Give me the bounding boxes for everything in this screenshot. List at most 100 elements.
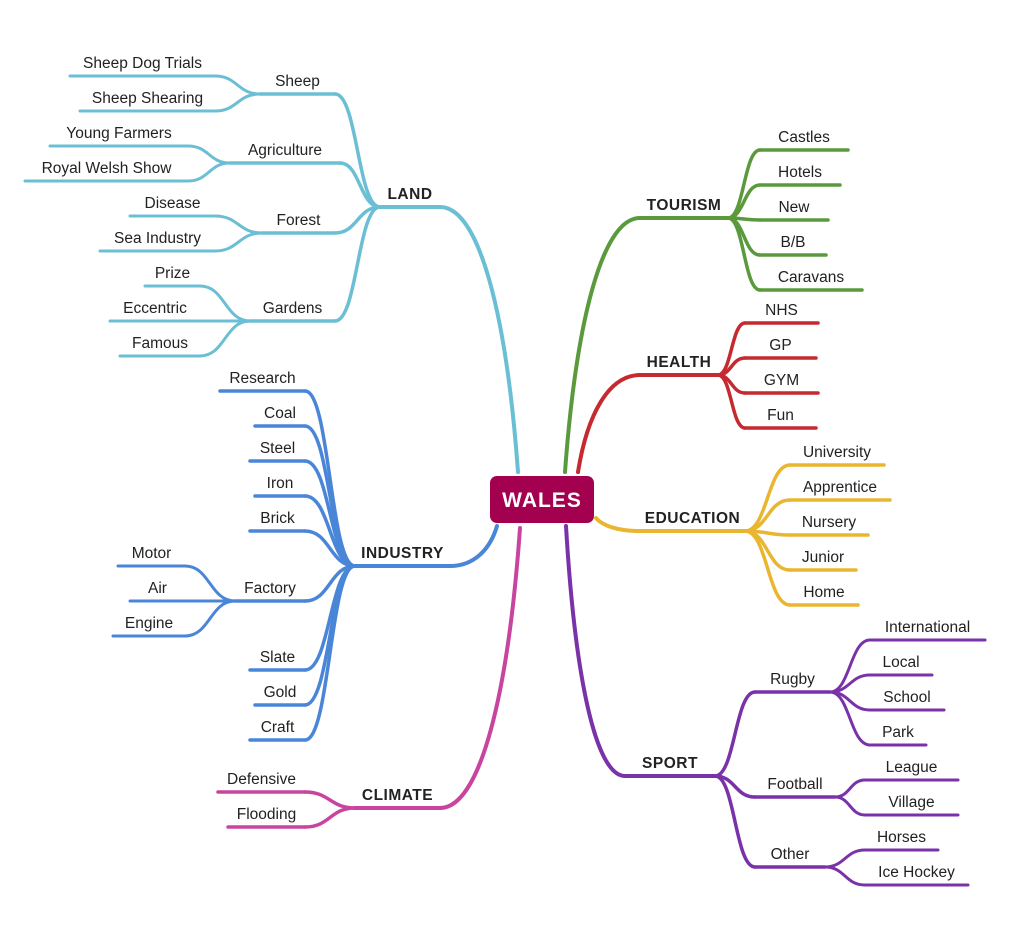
node-iron: Iron [267, 475, 294, 492]
branch-climate: CLIMATE [362, 787, 433, 804]
gold-connector [303, 564, 357, 707]
sheep-shearing-connector [213, 92, 262, 113]
node-fun: Fun [767, 407, 794, 424]
node-engine: Engine [125, 615, 173, 632]
node-international: International [885, 619, 970, 636]
node-prize: Prize [155, 265, 190, 282]
node-brick: Brick [260, 510, 295, 527]
engine-connector [183, 599, 237, 638]
node-new: New [778, 199, 810, 216]
research-connector [303, 389, 357, 568]
education-trunk [594, 516, 642, 533]
other-connector [713, 774, 757, 869]
node-apprentice: Apprentice [803, 479, 877, 496]
sheep-dog-trials-connector [213, 74, 262, 96]
node-school: School [883, 689, 930, 706]
node-other: Other [771, 846, 810, 863]
center-node-box [490, 476, 594, 523]
node-junior: Junior [802, 549, 844, 566]
university-connector [743, 463, 792, 533]
node-young-farmers: Young Farmers [66, 125, 172, 142]
home-connector [743, 529, 792, 607]
node-village: Village [888, 794, 934, 811]
land-trunk [438, 205, 520, 474]
node-nursery: Nursery [802, 514, 857, 531]
node-university: University [803, 444, 871, 461]
node-gym: GYM [764, 372, 799, 389]
node-disease: Disease [145, 195, 201, 212]
motor-connector [183, 564, 237, 603]
node-gold: Gold [264, 684, 297, 701]
castles-connector [726, 148, 762, 220]
agriculture-connector [338, 161, 382, 209]
node-sheep: Sheep [275, 73, 320, 90]
famous-connector [198, 319, 252, 358]
sheep-connector [333, 92, 382, 209]
node-league: League [886, 759, 938, 776]
node-craft: Craft [261, 719, 295, 736]
node-home: Home [803, 584, 844, 601]
industry-trunk [448, 524, 499, 568]
gardens-connector [333, 205, 382, 323]
health-trunk [576, 373, 642, 474]
node-defensive: Defensive [227, 771, 296, 788]
node-sheep-shearing: Sheep Shearing [92, 90, 203, 107]
branch-land: LAND [387, 186, 432, 203]
node-park: Park [882, 724, 914, 741]
node-slate: Slate [260, 649, 295, 666]
node-air: Air [148, 580, 167, 597]
node-agriculture: Agriculture [248, 142, 322, 159]
node-forest: Forest [277, 212, 322, 229]
node-motor: Motor [132, 545, 172, 562]
node-b-b: B/B [781, 234, 806, 251]
node-steel: Steel [260, 440, 295, 457]
caravans-connector [726, 216, 762, 292]
node-hotels: Hotels [778, 164, 822, 181]
brick-connector [303, 529, 357, 568]
node-eccentric: Eccentric [123, 300, 187, 317]
node-gp: GP [769, 337, 791, 354]
horses-connector [823, 848, 867, 869]
node-gardens: Gardens [263, 300, 323, 317]
branch-sport: SPORT [642, 755, 698, 772]
node-local: Local [882, 654, 919, 671]
connector-lines [23, 74, 987, 887]
node-flooding: Flooding [237, 806, 296, 823]
node-royal-welsh-show: Royal Welsh Show [42, 160, 173, 177]
node-nhs: NHS [765, 302, 798, 319]
node-coal: Coal [264, 405, 296, 422]
sea-industry-connector [213, 231, 264, 253]
branch-health: HEALTH [647, 354, 712, 371]
tourism-trunk [563, 216, 642, 474]
rugby-connector [713, 690, 757, 778]
young-farmers-connector [186, 144, 232, 165]
node-castles: Castles [778, 129, 830, 146]
branch-tourism: TOURISM [647, 197, 722, 214]
center-node: WALES [490, 476, 594, 523]
node-research: Research [229, 370, 295, 387]
apprentice-connector [743, 498, 792, 533]
node-factory: Factory [244, 580, 296, 597]
center-node-label: WALES [502, 489, 582, 512]
branch-education: EDUCATION [645, 510, 741, 527]
node-football: Football [767, 776, 822, 793]
node-horses: Horses [877, 829, 926, 846]
coal-connector [303, 424, 357, 568]
climate-trunk [438, 526, 522, 810]
craft-connector [303, 564, 357, 742]
node-famous: Famous [132, 335, 188, 352]
flooding-connector [303, 806, 357, 829]
village-connector [833, 795, 867, 817]
node-sheep-dog-trials: Sheep Dog Trials [83, 55, 202, 72]
node-ice-hockey: Ice Hockey [878, 864, 955, 881]
disease-connector [213, 214, 264, 235]
branch-industry: INDUSTRY [361, 545, 444, 562]
fun-connector [716, 373, 747, 430]
league-connector [833, 778, 867, 799]
node-sea-industry: Sea Industry [114, 230, 201, 247]
node-caravans: Caravans [778, 269, 845, 286]
royal-welsh-show-connector [186, 161, 232, 183]
node-rugby: Rugby [770, 671, 815, 688]
